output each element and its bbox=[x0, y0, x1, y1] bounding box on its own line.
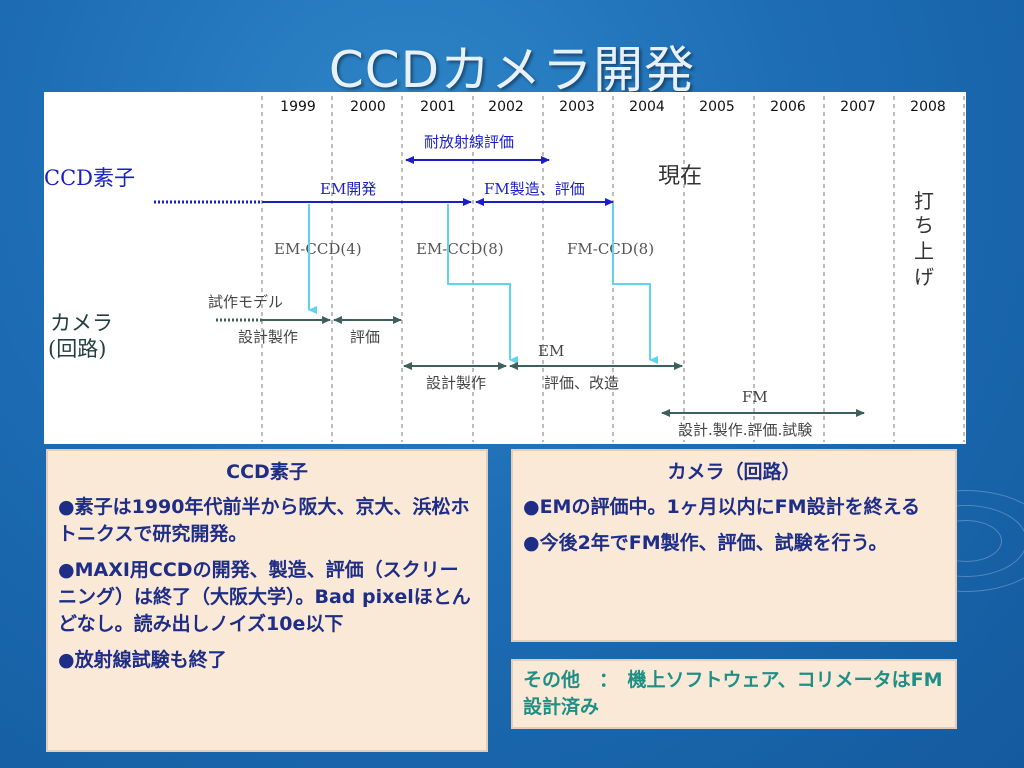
year-label: 2000 bbox=[350, 99, 386, 115]
row-label-ccd: CCD素子 bbox=[44, 166, 135, 190]
proto-model-label: 試作モデル bbox=[208, 293, 283, 311]
year-gridlines bbox=[261, 96, 965, 442]
em-ccd8-label: EM-CCD(8) bbox=[416, 240, 504, 258]
year-label: 2003 bbox=[559, 99, 595, 115]
launch-char: ち bbox=[914, 213, 934, 237]
camera-box-item: ●今後2年でFM製作、評価、試験を行う。 bbox=[523, 532, 888, 554]
year-label: 2002 bbox=[488, 99, 524, 115]
year-label: 2006 bbox=[770, 99, 806, 115]
ccd-box-item: ●MAXI用CCDの開発、製造、評価（スクリーニング）は終了（大阪大学）。Bad… bbox=[58, 559, 471, 635]
design-make-label-1: 設計製作 bbox=[238, 328, 298, 346]
launch-char: げ bbox=[914, 265, 934, 289]
ccd-box-item: ●放射線試験も終了 bbox=[58, 649, 227, 671]
ccd-box-item: ●素子は1990年代前半から阪大、京大、浜松ホトニクスで研究開発。 bbox=[58, 496, 470, 545]
camera-box-item: ●EMの評価中。1ヶ月以内にFM設計を終える bbox=[523, 496, 921, 518]
other-box-text: その他 ： 機上ソフトウェア、コリメータはFM設計済み bbox=[523, 669, 943, 718]
radiation-eval-label: 耐放射線評価 bbox=[424, 133, 514, 151]
row-label-camera: カメラ bbox=[50, 311, 113, 335]
year-label: 2005 bbox=[699, 99, 735, 115]
camera-status-box: カメラ（回路） ●EMの評価中。1ヶ月以内にFM設計を終える ●今後2年でFM製… bbox=[511, 449, 957, 642]
row-label-circuit: (回路) bbox=[48, 337, 106, 361]
year-label: 2008 bbox=[910, 99, 946, 115]
ccd-status-box: CCD素子 ●素子は1990年代前半から阪大、京大、浜松ホトニクスで研究開発。 … bbox=[46, 449, 488, 752]
camera-box-heading: カメラ（回路） bbox=[667, 461, 801, 483]
fm-make-label: FM製造、評価 bbox=[484, 180, 585, 198]
year-label: 1999 bbox=[280, 99, 316, 115]
eval-modify-label: 評価、改造 bbox=[544, 374, 619, 392]
timeline-chart: 1999 2000 2001 2002 2003 2004 2005 2006 … bbox=[44, 92, 966, 444]
em-dev-label: EM開発 bbox=[320, 180, 376, 198]
fm-tasks-label: 設計.製作.評価.試験 bbox=[678, 421, 812, 439]
year-label: 2007 bbox=[840, 99, 876, 115]
launch-char: 打 bbox=[914, 189, 934, 213]
eval-label-1: 評価 bbox=[350, 328, 380, 346]
year-label: 2001 bbox=[420, 99, 456, 115]
design-make-label-2: 設計製作 bbox=[426, 374, 486, 392]
delivery-arrow bbox=[447, 204, 518, 364]
fm-label: FM bbox=[742, 388, 768, 406]
year-label: 2004 bbox=[629, 99, 665, 115]
timeline-svg: 1999 2000 2001 2002 2003 2004 2005 2006 … bbox=[44, 96, 965, 442]
now-label: 現在 bbox=[658, 164, 702, 189]
launch-char: 上 bbox=[914, 239, 934, 263]
fm-ccd8-label: FM-CCD(8) bbox=[567, 240, 654, 258]
ccd-box-heading: CCD素子 bbox=[226, 461, 308, 483]
other-status-box: その他 ： 機上ソフトウェア、コリメータはFM設計済み bbox=[511, 659, 957, 729]
em-ccd4-label: EM-CCD(4) bbox=[274, 240, 362, 258]
em-label: EM bbox=[538, 342, 564, 360]
delivery-arrow bbox=[612, 204, 658, 364]
slide-title: CCDカメラ開発 bbox=[328, 41, 696, 99]
